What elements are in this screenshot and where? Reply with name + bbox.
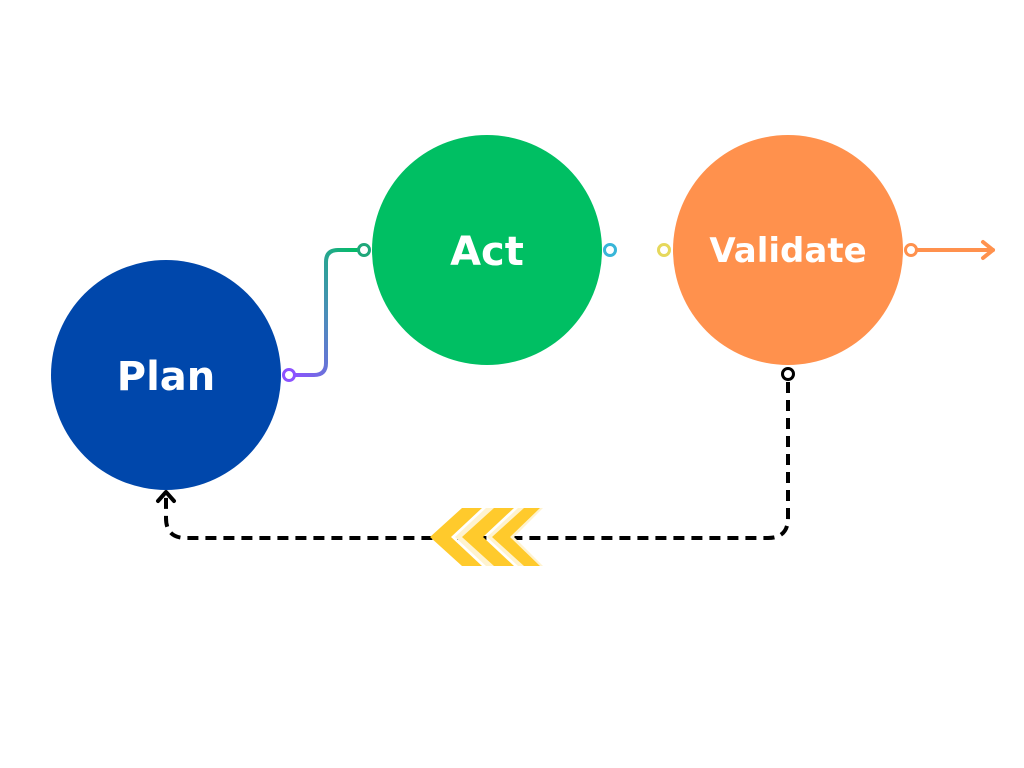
triple-chevron-left-icon [430, 508, 543, 566]
node-validate-circle [673, 135, 903, 365]
node-act-label: Act [450, 229, 524, 275]
node-plan-circle [51, 260, 281, 490]
arrow-right-icon [981, 240, 995, 260]
node-plan[interactable]: Plan [51, 260, 281, 490]
connector-start-dot [904, 243, 918, 257]
connector-end-dot [357, 243, 371, 257]
connector-start-dot [781, 367, 795, 381]
node-plan-label: Plan [117, 354, 216, 400]
node-act[interactable]: Act [372, 135, 602, 365]
node-validate-label: Validate [709, 231, 866, 271]
connector-plan-act [292, 248, 360, 377]
connector-start-dot [603, 243, 617, 257]
node-validate[interactable]: Validate [673, 135, 903, 365]
connector-end-dot [657, 243, 671, 257]
node-act-circle [372, 135, 602, 365]
arrow-up-icon [156, 490, 176, 503]
connector-start-dot [282, 368, 296, 382]
